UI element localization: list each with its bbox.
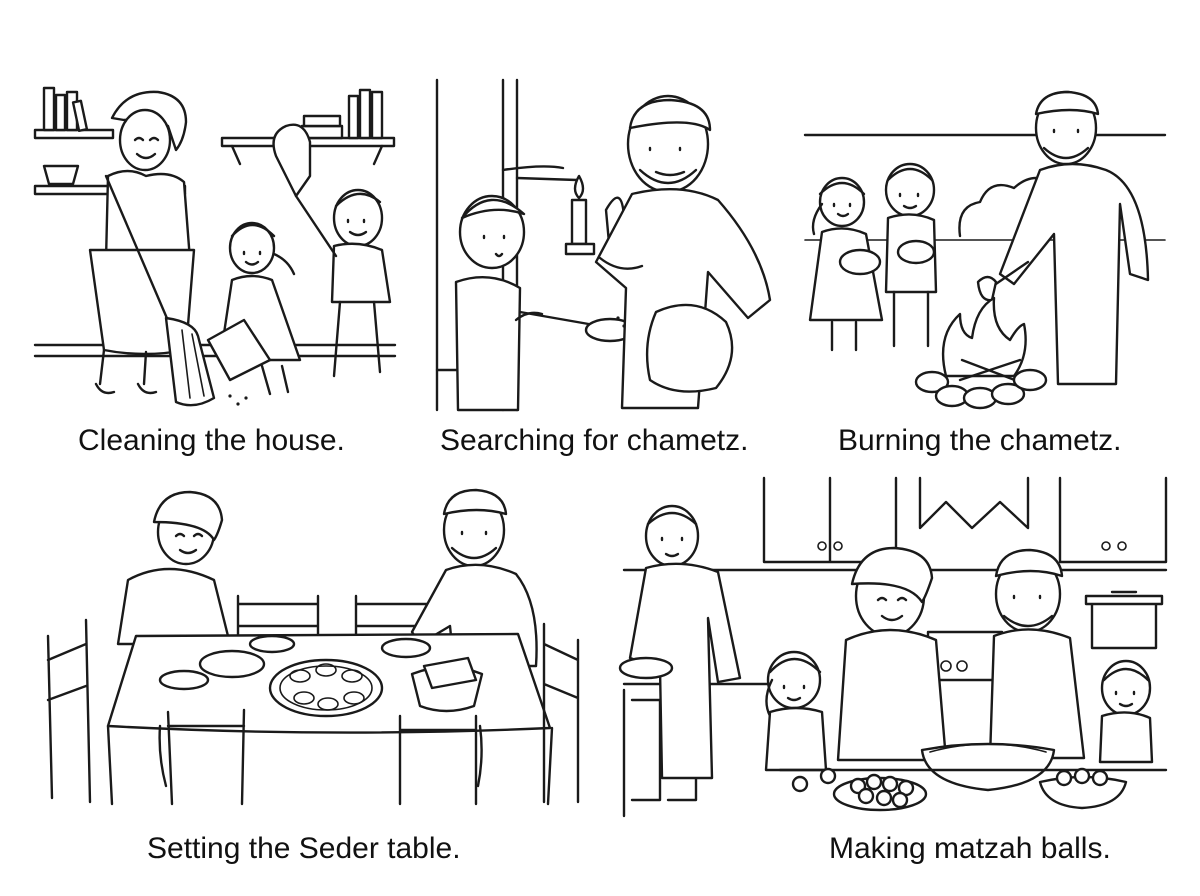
caption-burning-the-chametz: Burning the chametz.: [838, 424, 1122, 457]
panel-burning-art: [805, 92, 1165, 408]
caption-cleaning-the-house: Cleaning the house.: [78, 424, 345, 457]
panel-matzah-art: [620, 478, 1166, 816]
caption-searching-for-chametz: Searching for chametz.: [440, 424, 749, 457]
caption-making-matzah-balls: Making matzah balls.: [829, 832, 1111, 865]
panel-searching-art: [437, 80, 770, 410]
caption-setting-the-seder-table: Setting the Seder table.: [147, 832, 461, 865]
panel-cleaning-art: [35, 88, 395, 406]
panel-seder-art: [48, 490, 578, 804]
